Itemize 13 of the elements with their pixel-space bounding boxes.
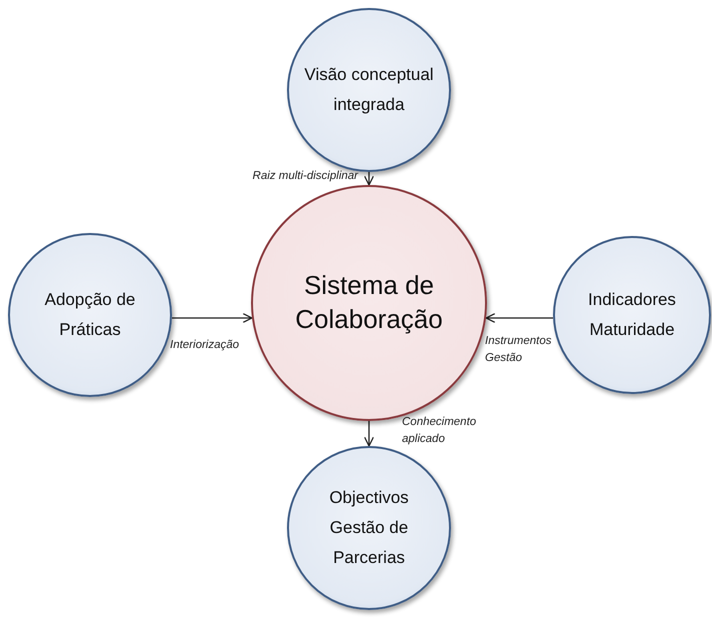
edge-label: Instrumentos Gestão <box>485 334 552 366</box>
node-label: Sistema de Colaboração <box>294 269 444 336</box>
node-label: Adopção de Práticas <box>44 289 136 341</box>
node-label: Visão conceptual integrada <box>304 64 434 116</box>
edge-label: Conhecimento aplicado <box>402 415 478 447</box>
arrow <box>172 312 253 324</box>
arrow <box>364 172 374 186</box>
node-label: Indicadores Maturidade <box>587 289 677 341</box>
edge-label: Raiz multi-disciplinar <box>252 169 358 184</box>
edge-label: Interiorização <box>170 338 240 353</box>
node-label: Objectivos Gestão de Parcerias <box>328 487 410 569</box>
arrow <box>485 312 554 324</box>
arrow <box>364 421 374 447</box>
